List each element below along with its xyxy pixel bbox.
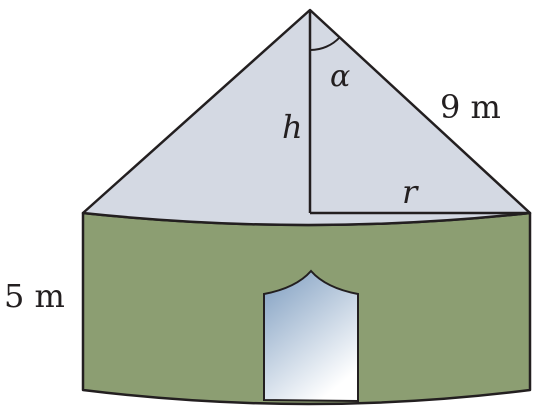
alpha-label: α: [330, 59, 350, 94]
cone-roof: [81, 8, 532, 227]
height-label: h: [282, 108, 303, 146]
wall-height-label: 5 m: [4, 277, 65, 315]
radius-label: r: [402, 173, 419, 211]
angle-arc: [309, 36, 341, 52]
slant-height-label: 9 m: [440, 88, 501, 126]
door: [263, 269, 359, 403]
